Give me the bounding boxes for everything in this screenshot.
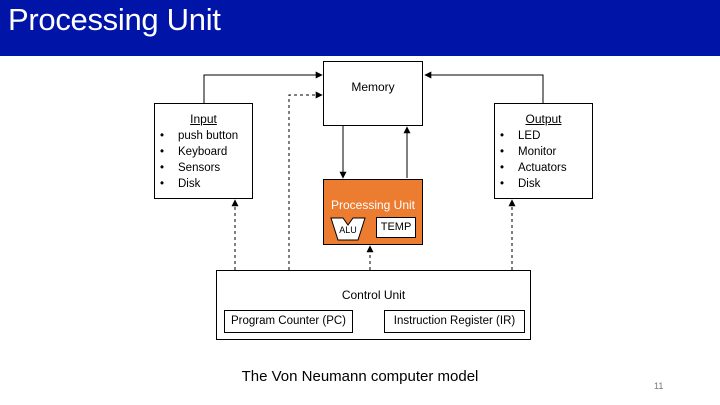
list-item: LED [500,128,567,144]
list-item: Disk [500,176,567,192]
list-item: Keyboard [160,144,238,160]
control-to-memory-arrow [288,91,323,270]
program-counter-box: Program Counter (PC) [224,310,353,333]
list-item: Monitor [500,144,567,160]
memory-box: Memory [323,61,423,126]
input-to-memory-arrow [203,71,323,103]
list-item: push button [160,128,238,144]
alu-block: ALU [330,217,366,241]
title-bar: Processing Unit [0,0,720,56]
instruction-register-box: Instruction Register (IR) [384,310,525,333]
output-box: Output LED Monitor Actuators Disk [494,103,593,199]
list-item: Actuators [500,160,567,176]
input-box: Input push button Keyboard Sensors Disk [154,103,253,199]
control-unit-label: Control Unit [341,288,406,302]
list-item: Disk [160,176,238,192]
output-list: LED Monitor Actuators Disk [500,128,567,192]
alu-label: ALU [339,225,357,235]
slide-caption: The Von Neumann computer model [241,368,479,385]
slide-title: Processing Unit [8,2,221,37]
input-title: Input [190,112,217,126]
alu-shape-icon [330,217,366,241]
output-title: Output [525,112,562,126]
processing-unit-box: Processing Unit ALU TEMP [323,179,423,245]
input-list: push button Keyboard Sensors Disk [160,128,238,192]
page-number: 11 [654,381,664,391]
control-unit-box: Control Unit Program Counter (PC) Instru… [216,270,531,340]
memory-label: Memory [351,80,395,94]
processing-unit-label: Processing Unit [330,198,416,212]
list-item: Sensors [160,160,238,176]
output-to-memory-arrow [424,71,544,103]
temp-register: TEMP [376,217,416,238]
